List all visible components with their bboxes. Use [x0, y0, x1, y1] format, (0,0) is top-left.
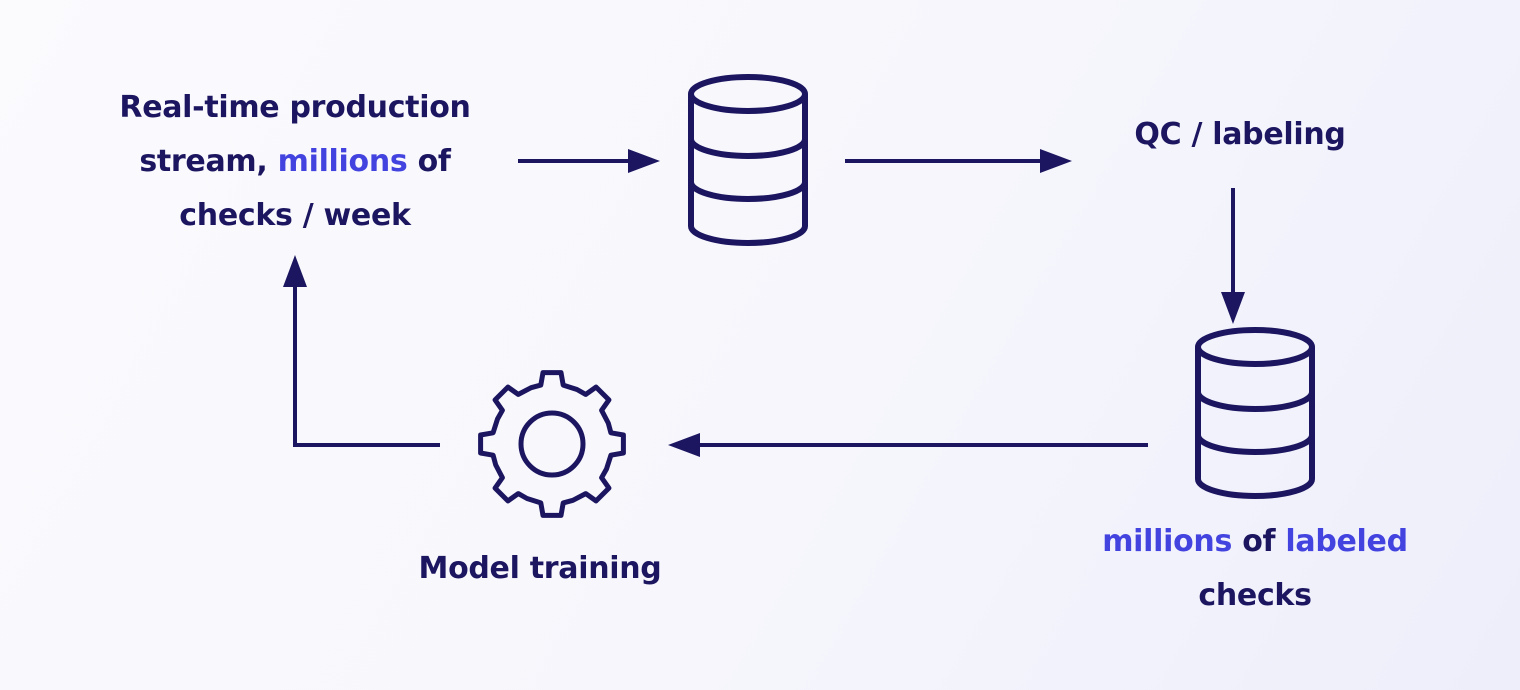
stream-node-label: Real-time production stream, millions of… [40, 81, 550, 243]
stream-label-line3: checks / week [179, 198, 411, 233]
labeled-label-of: of [1232, 524, 1286, 559]
database-icon [691, 77, 805, 243]
labeled-checks-label: millions of labeled checks [1030, 515, 1480, 623]
stream-label-highlight: millions [277, 144, 408, 179]
database-icon [1198, 330, 1312, 496]
arrow-qc-to-labeled-db [1221, 188, 1245, 324]
labeled-label-line1: millions of labeled [1030, 515, 1480, 569]
qc-labeling-label: QC / labeling [1134, 117, 1346, 152]
arrow-db-to-qc [845, 149, 1072, 173]
stream-label-line2: stream, millions of [40, 135, 550, 189]
stream-label-line2-pre: stream, [139, 144, 278, 179]
stream-label-line1: Real-time production [119, 90, 471, 125]
labeled-label-line2: checks [1198, 578, 1312, 613]
arrow-stream-to-db [518, 149, 660, 173]
model-training-label: Model training [418, 551, 662, 586]
labeled-label-highlight-millions: millions [1102, 524, 1233, 559]
labeled-label-highlight-labeled: labeled [1285, 524, 1408, 559]
gear-icon [478, 370, 626, 518]
stream-label-line2-post: of [407, 144, 451, 179]
arrow-model-to-stream [283, 255, 440, 447]
arrow-labeled-db-to-model [668, 433, 1148, 457]
